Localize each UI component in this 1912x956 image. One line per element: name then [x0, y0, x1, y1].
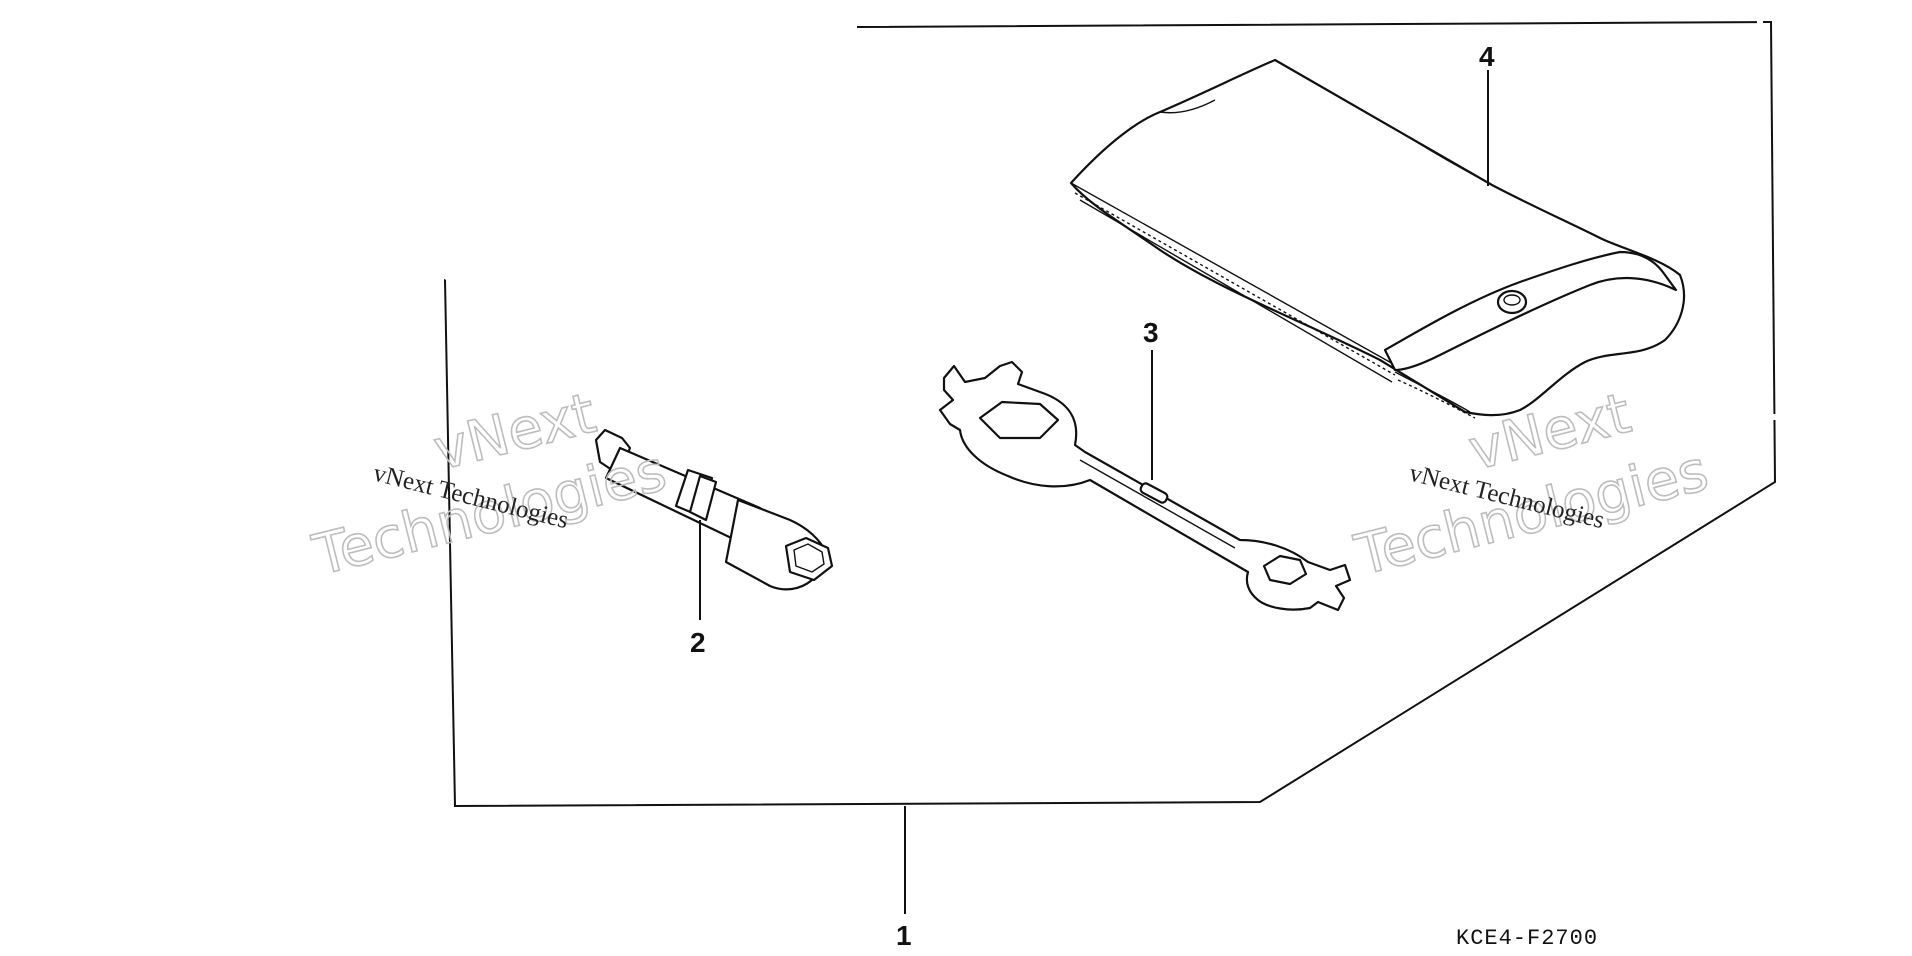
tool-bag	[1069, 58, 1685, 419]
open-wrench	[938, 360, 1352, 612]
watermark-left: vNext Technologies vNext Technologies	[306, 380, 673, 589]
watermark-right: vNext Technologies vNext Technologies	[1348, 380, 1715, 589]
kit-boundary	[443, 20, 1777, 808]
drawing-code: KCE4-F2700	[1456, 926, 1598, 951]
callout-4: 4	[1479, 41, 1495, 72]
socket-wrench	[594, 428, 834, 591]
callout-1: 1	[896, 920, 912, 951]
callout-2: 2	[690, 627, 706, 658]
callout-3: 3	[1143, 317, 1159, 348]
